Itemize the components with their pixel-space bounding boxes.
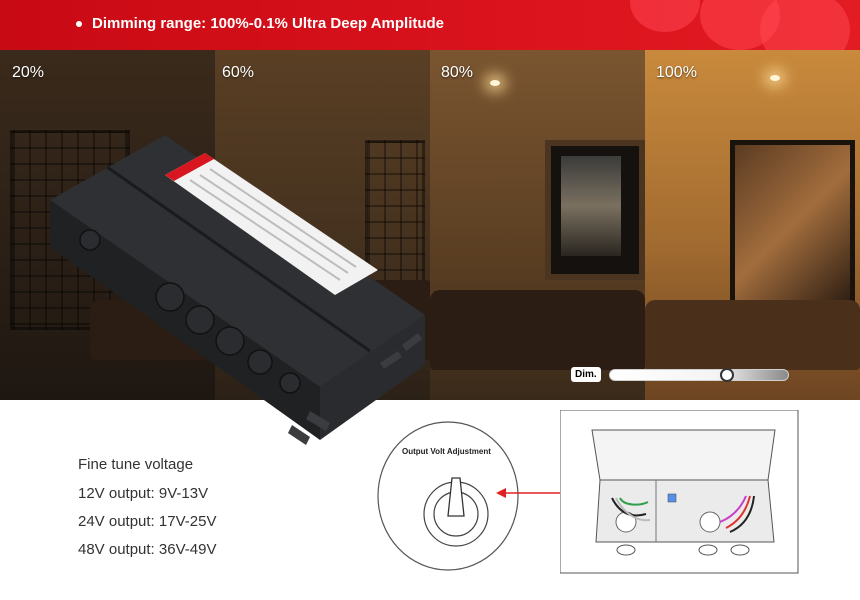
volt-adjust-marker [667,493,677,503]
zone-label-20: 20% [12,64,45,81]
wire-green [619,497,649,506]
zone-label-100: 100% [656,64,697,81]
dim-label: Dim. [571,367,601,382]
screen-image [561,156,621,256]
fine-tune-12v: 12V output: 9V-13V [78,485,209,502]
led-driver-box [50,135,425,445]
dim-slider-track[interactable] [608,367,789,382]
diagram-knockout [698,544,718,556]
diagram-knockout [730,544,750,556]
wire-red [725,495,751,529]
box-lid [591,429,776,481]
zone-label-60: 60% [222,64,255,81]
diagram-knockout [616,544,636,556]
bullet-icon [76,20,82,27]
box-front-face [50,200,320,440]
knockout-hole [79,229,101,251]
top-banner: Dimming range: 100%-0.1% Ultra Deep Ampl… [0,0,860,50]
wire-purple [719,495,747,523]
label-text-line [199,174,349,274]
diagram-hole [699,511,721,533]
couch [430,290,645,370]
wiring-box-diagram [560,410,799,574]
fine-tune-title: Fine tune voltage [78,456,194,473]
label-red-band [165,153,214,181]
knockout-hole [247,349,273,375]
wire-black [729,495,755,533]
volt-adjust-knob-diagram [377,421,519,571]
banner-heading: Dimming range: 100%-0.1% Ultra Deep Ampl… [76,15,444,32]
dim-slider-thumb[interactable] [720,367,735,382]
mounting-tab [288,425,310,445]
wall-screen [545,140,645,280]
wire-white [615,497,651,522]
arrow-head-icon [496,488,506,498]
knockout-hole [279,372,301,394]
dim-slider: Dim. [571,367,789,382]
wall-poster [730,140,855,310]
mounting-tab [306,411,330,431]
fine-tune-section: Fine tune voltage 12V output: 9V-13V 24V… [78,456,216,569]
knockout-hole [215,326,245,356]
product-label [165,153,378,295]
knob-label: Output Volt Adjustment [402,447,491,456]
knob-pointer [447,477,465,517]
decor-petal [630,0,700,32]
zone-80 [430,50,645,400]
fine-tune-24v: 24V output: 17V-25V [78,513,217,530]
box-seam [106,165,371,353]
zone-label-80: 80% [441,64,474,81]
knockout-hole [185,305,215,335]
downlight [770,75,780,81]
fine-tune-48v: 48V output: 36V-49V [78,541,217,558]
decor-petal [760,0,850,50]
downlight [490,80,500,86]
label-text-line [209,168,357,268]
mounting-tab [402,333,422,351]
label-text-line [189,179,341,281]
mounting-tab [380,351,402,369]
room-photo: 20% 60% 80% 100% [0,50,860,400]
banner-text: Dimming range: 100%-0.1% Ultra Deep Ampl… [92,15,445,32]
knockout-hole [155,282,185,312]
box-side-face [320,315,425,440]
couch [645,300,860,370]
zone-100 [645,50,860,400]
